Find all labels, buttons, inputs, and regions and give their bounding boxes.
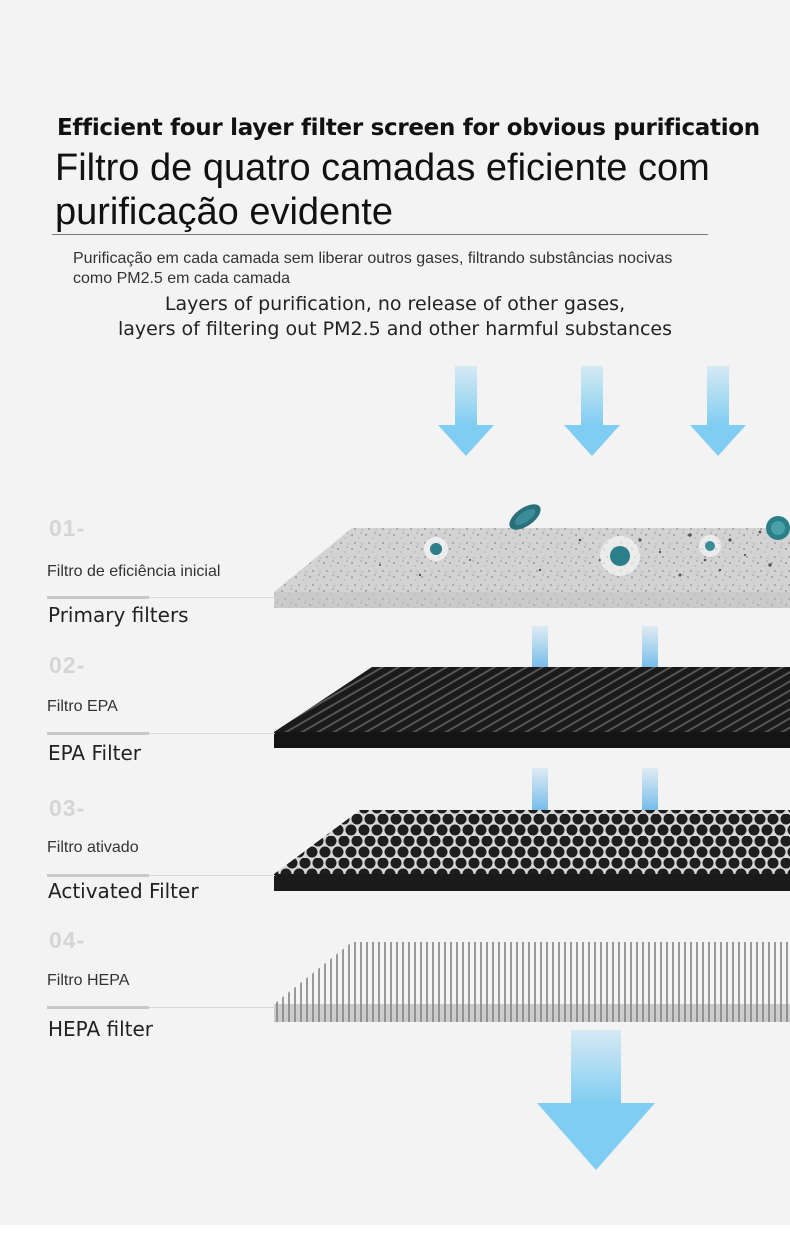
bacteria-icon [766,516,790,540]
layer-1-label-en: Primary filters [48,603,189,627]
title-english: Efficient four layer filter screen for o… [57,115,760,141]
epa-filter-image [274,667,790,748]
airflow-arrow-icon [438,366,494,456]
airflow-arrow-icon [690,366,746,456]
bacteria-icon [699,535,721,557]
layer-2-label-en: EPA Filter [48,741,141,765]
layer-4-label-pt: Filtro HEPA [47,972,130,989]
layer-1-connector [149,597,275,598]
bacteria-icon [424,537,448,561]
subtitle-english-line1: Layers of purification, no release of ot… [164,293,626,315]
title-divider [52,234,708,235]
layer-1-divider [47,596,149,599]
layer-3-label-pt: Filtro ativado [47,839,139,856]
layer-3-connector [149,875,275,876]
layer-2-number: 02- [49,652,86,678]
airflow-arrow-icon [564,366,620,456]
layer-4-number: 04- [49,927,86,953]
activated-filter-image [274,810,790,891]
hepa-filter-image [274,942,790,1022]
primary-filter-image [274,504,790,608]
layer-1-label-pt: Filtro de eficiência inicial [47,563,221,580]
layer-4-label-en: HEPA filter [48,1017,154,1041]
layer-2-connector [149,733,275,734]
bacteria-icon [509,504,541,530]
title-portuguese: Filtro de quatro camadas eficiente com p… [55,147,710,233]
layer-2-divider [47,732,149,735]
dust-particle-icon [379,530,772,577]
subtitle-portuguese: Purificação em cada camada sem liberar o… [73,250,673,287]
layer-4-connector [149,1007,275,1008]
subtitle-english-line2: layers of filtering out PM2.5 and other … [117,318,673,340]
bacteria-icon [600,536,640,576]
airflow-arrow-icon [537,1030,655,1170]
layer-3-number: 03- [49,795,86,821]
layer-3-divider [47,874,149,877]
layer-3-label-en: Activated Filter [48,879,199,903]
layer-2-label-pt: Filtro EPA [47,698,118,715]
layer-1-number: 01- [49,515,86,541]
layer-4-divider [47,1006,149,1009]
subtitle-english: Layers of purification, no release of ot… [60,292,730,342]
